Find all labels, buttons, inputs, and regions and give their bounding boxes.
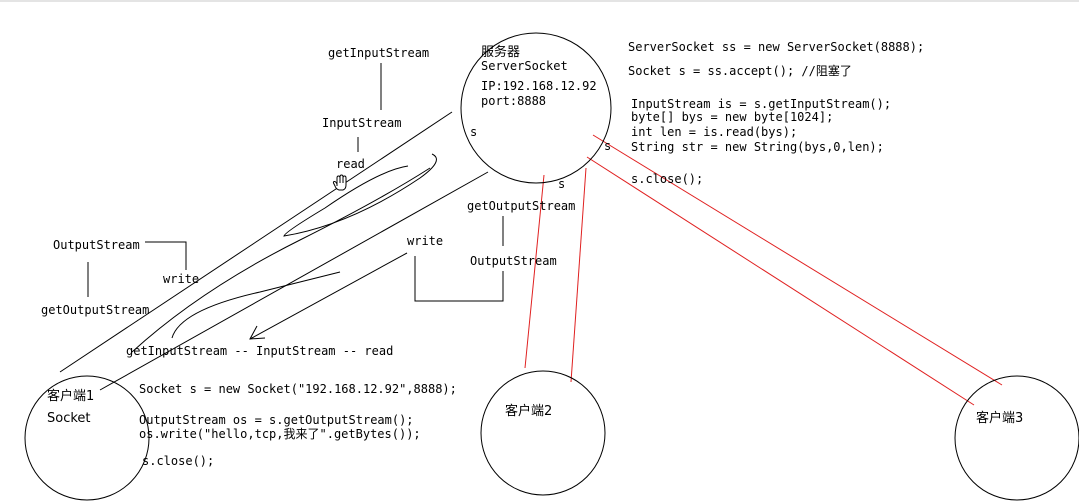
hand-cursor-icon xyxy=(332,174,347,191)
client1-class-label: Socket xyxy=(47,411,91,426)
connection-line-client1-upper xyxy=(59,111,453,373)
server-read-label: read xyxy=(336,157,365,171)
server-code-line-7: s.close(); xyxy=(631,172,703,186)
server-write-label: write xyxy=(407,234,443,248)
client-code-line-4: s.close(); xyxy=(142,454,214,468)
client-get-output-label: getOutputStream xyxy=(41,303,149,317)
client2-title: 客户端2 xyxy=(505,403,552,419)
server-socket-label: s xyxy=(470,125,477,139)
server-code-line-4: byte[] bys = new byte[1024]; xyxy=(631,110,833,124)
connection-line-client3-lower xyxy=(586,156,975,406)
client3-node xyxy=(954,375,1079,501)
server-output-stream-label: OutputStream xyxy=(470,254,557,268)
server-node xyxy=(460,32,612,184)
socket-label-client2: s xyxy=(558,177,565,191)
server-code-line-6: String str = new String(bys,0,len); xyxy=(631,140,884,154)
client-write-label: write xyxy=(163,272,199,286)
connection-line-client2-left xyxy=(524,174,545,369)
client-code-line-1: Socket s = new Socket("192.168.12.92",88… xyxy=(139,382,457,396)
server-input-stream-label: InputStream xyxy=(322,116,401,130)
server-port-label: port:8888 xyxy=(481,94,546,108)
server-output-connector-2 xyxy=(414,256,504,302)
client2-node xyxy=(480,370,606,496)
client3-title: 客户端3 xyxy=(976,410,1023,426)
connection-line-client1-lower xyxy=(99,171,489,391)
server-code-line-5: int len = is.read(bys); xyxy=(631,125,797,139)
socket-label-client3: s xyxy=(604,139,611,153)
client-output-stream-label: OutputStream xyxy=(53,238,140,252)
server-title: 服务器 xyxy=(481,44,520,60)
connection-line-client2-right xyxy=(570,167,587,383)
server-code-line-3: InputStream is = s.getInputStream(); xyxy=(631,97,891,111)
arrow-head xyxy=(249,325,266,340)
client-input-chain-label: getInputStream -- InputStream -- read xyxy=(126,344,393,358)
connection-line-client3-upper xyxy=(592,134,1003,386)
server-code-line-2: Socket s = ss.accept(); //阻塞了 xyxy=(628,63,852,78)
flow-curve-left xyxy=(131,167,431,353)
server-code-line-1: ServerSocket ss = new ServerSocket(8888)… xyxy=(628,40,924,54)
client1-node xyxy=(24,375,150,501)
server-get-output-label: getOutputStream xyxy=(467,199,575,213)
flow-curve-lower xyxy=(171,271,341,339)
client1-title: 客户端1 xyxy=(47,388,94,404)
flow-curve-upper xyxy=(283,153,437,237)
client-code-line-2: OutputStream os = s.getOutputStream(); xyxy=(139,413,414,427)
client-code-line-3: os.write("hello,tcp,我来了".getBytes()); xyxy=(139,427,421,441)
server-class-label: ServerSocket xyxy=(481,59,568,73)
server-ip-label: IP:192.168.12.92 xyxy=(481,79,597,93)
write-to-read-arrow xyxy=(249,252,408,340)
client-output-connector-1 xyxy=(145,241,187,270)
server-get-input-label: getInputStream xyxy=(328,46,429,60)
